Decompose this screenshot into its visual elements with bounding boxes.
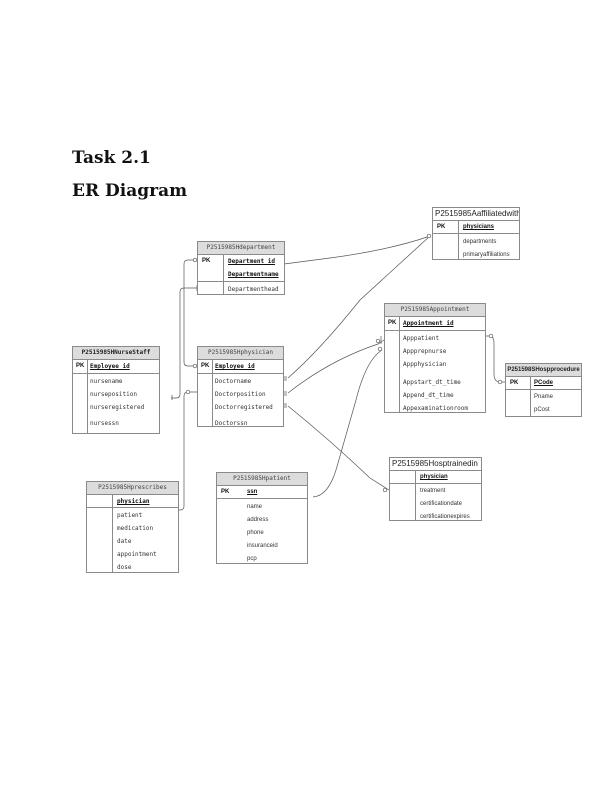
pk-label: PK: [201, 363, 210, 369]
attr-procedure-name: Pname: [534, 394, 554, 400]
attr-patient-ssn: ssn: [247, 489, 258, 495]
attr-nurse-position: nurseposition: [90, 391, 137, 398]
entity-procedure: P251598SHospprocedure PK PCode Pname pCos…: [505, 363, 582, 417]
attr-trainedin-treatment: treatment: [420, 488, 446, 494]
entity-department-title: P2515985Hdepartment: [198, 242, 284, 255]
attr-physician-position: Doctorposition: [215, 391, 266, 398]
entity-appointment: P2515985Appointment PK Appointment_id App…: [384, 303, 486, 413]
entity-department: P2515985Hdepartment PK Department_id Depa…: [197, 241, 285, 295]
attr-appointment-end: Append_dt_time: [403, 392, 454, 399]
attr-department-name: Departmentname: [228, 271, 279, 278]
entity-patient-title: P2515985Hpatient: [217, 473, 307, 486]
entity-prescribes: P2515985Hprescribes physician patient me…: [86, 481, 179, 573]
attr-appointment-start: Appstart_dt_time: [403, 379, 461, 386]
attr-affiliated-physicians: physicians: [463, 224, 495, 230]
pk-label: PK: [221, 489, 230, 495]
attr-patient-name: name: [247, 504, 263, 510]
attr-prescribes-physician: physician: [117, 498, 150, 505]
pk-label: PK: [510, 380, 519, 386]
page-title: Task 2.1: [72, 148, 151, 168]
link-physician-affiliated: [287, 235, 431, 379]
attr-prescribes-patient: patient: [117, 512, 143, 519]
link-department-physician: [183, 259, 197, 367]
pk-label: PK: [388, 320, 397, 326]
link-physician-prescribes: [178, 391, 197, 511]
link-patient-appointment: [312, 349, 383, 498]
entity-affiliatedwith: P2515985Aaffiliatedwith PK physicians dep…: [432, 207, 520, 260]
link-appointment-procedure: [486, 335, 505, 383]
entity-physician-title: P2515985Hphysician: [198, 347, 283, 360]
entity-nursestaff-title: P2515985HNurseStaff: [73, 347, 159, 360]
attr-patient-insuranceid: insuranceid: [247, 543, 278, 549]
entity-appointment-title: P2515985Appointment: [385, 304, 485, 317]
entity-prescribes-title: P2515985Hprescribes: [87, 482, 178, 495]
attr-department-id: Department_id: [228, 258, 275, 265]
entity-patient: P2515985Hpatient PK ssn name address phon…: [216, 472, 308, 564]
attr-nurse-registered: nurseregistered: [90, 404, 145, 411]
attr-appointment-patient: Apppatient: [403, 335, 440, 342]
attr-prescribes-medication: medication: [117, 525, 154, 532]
attr-patient-phone: phone: [247, 530, 264, 536]
link-department-nursestaff: [171, 287, 197, 399]
attr-appointment-prepnurse: Appprepnurse: [403, 348, 447, 355]
attr-trainedin-certdate: certificationdate: [420, 501, 463, 507]
entity-trainedin-title: P2515985Hosptrainedin: [390, 458, 481, 471]
link-department-affiliated: [283, 235, 431, 265]
attr-affiliated-departments: departments: [463, 239, 497, 245]
attr-nurse-name: nursename: [90, 378, 123, 385]
attr-appointment-physician: Appphysician: [403, 361, 447, 368]
entity-affiliatedwith-title: P2515985Aaffiliatedwith: [433, 208, 519, 221]
attr-physician-employee-id: Employee_id: [215, 363, 255, 370]
link-physician-appointment: [287, 339, 385, 394]
entity-procedure-title: P251598SHospprocedure: [506, 364, 581, 377]
attr-prescribes-date: date: [117, 538, 132, 545]
pk-label: PK: [202, 258, 211, 264]
attr-patient-pcp: pcp: [247, 556, 257, 562]
page-subtitle: ER Diagram: [72, 181, 188, 201]
attr-nurse-employee-id: Employee_id: [90, 363, 130, 370]
attr-affiliated-primary: primaryaffiliations: [463, 252, 510, 258]
attr-department-head: Departmenthead: [228, 286, 279, 293]
attr-trainedin-certexpires: certificationexpires: [420, 514, 470, 520]
attr-physician-registered: Doctorregistered: [215, 404, 273, 411]
pk-label: PK: [76, 363, 85, 369]
entity-physician: P2515985Hphysician PK Employee_id Doctorn…: [197, 346, 284, 427]
attr-prescribes-dose: dose: [117, 564, 132, 571]
attr-appointment-room: Appexaminationroom: [403, 405, 469, 412]
attr-prescribes-appointment: appointment: [117, 551, 157, 558]
link-physician-trainedin: [287, 405, 390, 491]
attr-appointment-id: Appointment_id: [403, 320, 454, 327]
entity-nursestaff: P2515985HNurseStaff PK Employee_id nursen…: [72, 346, 160, 434]
attr-patient-address: address: [247, 517, 269, 523]
attr-trainedin-physician: physician: [420, 474, 448, 480]
pk-label: PK: [437, 224, 446, 230]
attr-physician-name: Doctorname: [215, 378, 252, 385]
attr-physician-ssn: Doctorssn: [215, 420, 248, 427]
attr-procedure-cost: pCost: [534, 407, 550, 413]
entity-trainedin: P2515985Hosptrainedin physician treatmen…: [389, 457, 482, 521]
attr-nurse-ssn: nursessn: [90, 420, 119, 427]
attr-procedure-code: PCode: [534, 380, 554, 386]
